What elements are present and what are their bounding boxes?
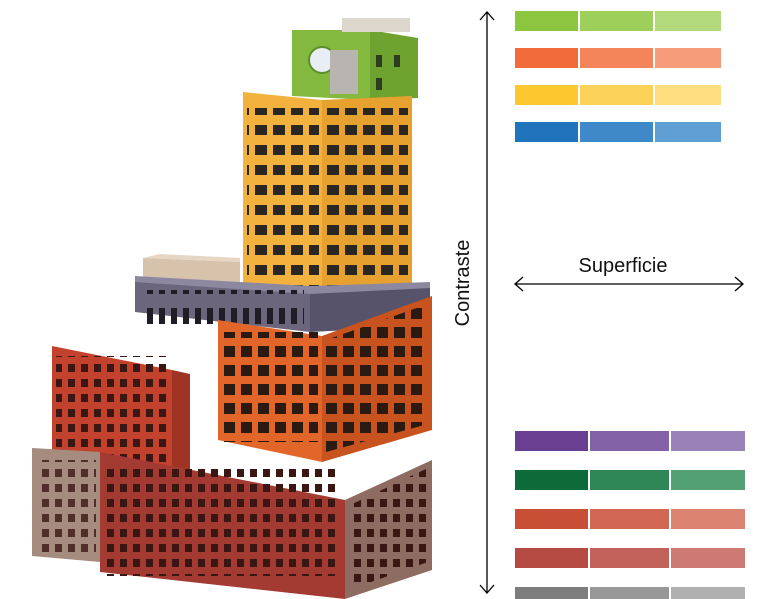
low-contrast-swatches	[515, 431, 745, 599]
swatches-bottom-row-2-shade-0	[515, 509, 588, 529]
swatches-top-row-3-shade-1	[580, 122, 653, 142]
surface-axis-label: Superficie	[579, 255, 668, 277]
swatches-top-row-2-shade-2	[655, 85, 721, 105]
green-crown-block	[292, 18, 418, 100]
swatches-bottom-row-3-shade-2	[671, 548, 745, 568]
contrast-axis	[479, 11, 495, 594]
purple-band	[135, 276, 430, 332]
swatches-top-row-1-shade-1	[580, 48, 653, 68]
contrast-axis-label: Contraste	[452, 240, 474, 327]
swatches-top-row-0-shade-1	[580, 11, 653, 31]
swatches-top-row-2-shade-1	[580, 85, 653, 105]
red-tall-block	[52, 346, 190, 484]
swatches-bottom-row-0-shade-2	[671, 431, 745, 451]
swatches-top-row-3-shade-2	[655, 122, 721, 142]
swatches-bottom-row-0-shade-1	[590, 431, 669, 451]
swatches-bottom-row-4-shade-1	[590, 587, 669, 599]
swatches-bottom-row-4-shade-2	[671, 587, 745, 599]
swatches-bottom-row-2-shade-2	[671, 509, 745, 529]
swatches-bottom-row-0-shade-0	[515, 431, 588, 451]
high-contrast-swatches	[515, 11, 721, 142]
low-wing	[32, 448, 432, 599]
building-illustration	[32, 18, 432, 599]
swatches-bottom-row-2-shade-1	[590, 509, 669, 529]
swatches-top-row-1-shade-2	[655, 48, 721, 68]
swatches-bottom-row-3-shade-1	[590, 548, 669, 568]
swatches-top-row-2-shade-0	[515, 85, 578, 105]
swatches-top-row-0-shade-2	[655, 11, 721, 31]
surface-axis	[514, 276, 744, 292]
orange-block	[218, 296, 432, 462]
swatches-bottom-row-3-shade-0	[515, 548, 588, 568]
swatches-bottom-row-1-shade-1	[590, 470, 669, 490]
swatches-top-row-0-shade-0	[515, 11, 578, 31]
swatches-bottom-row-4-shade-0	[515, 587, 588, 599]
swatches-bottom-row-1-shade-0	[515, 470, 588, 490]
swatches-top-row-1-shade-0	[515, 48, 578, 68]
swatches-bottom-row-1-shade-2	[671, 470, 745, 490]
swatches-top-row-3-shade-0	[515, 122, 578, 142]
yellow-tower	[243, 92, 412, 300]
